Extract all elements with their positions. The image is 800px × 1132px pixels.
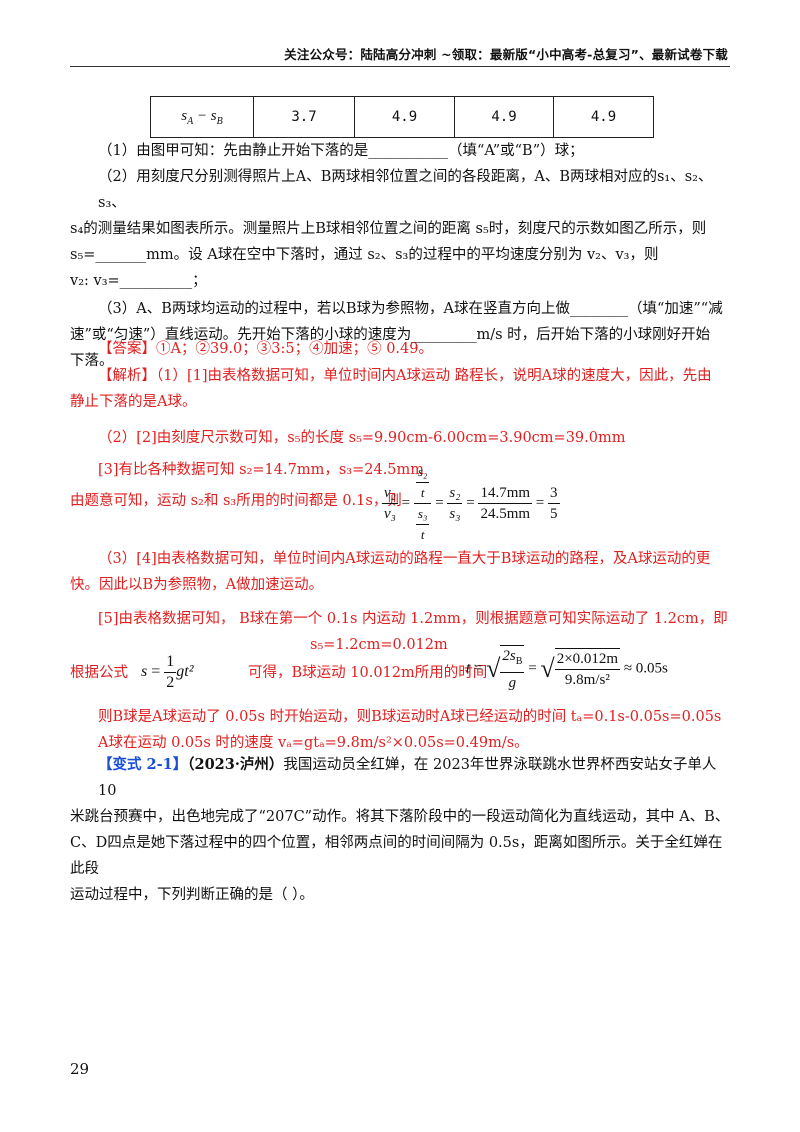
page-number: 29 <box>70 1060 90 1078</box>
analysis-p7: s₅=1.2cm=0.012m <box>310 637 448 653</box>
analysis-p1: 【解析】（1）[1]由表格数据可知，单位时间内A球运动 路程长，说明A球的速度大… <box>98 368 712 384</box>
table-cell: 4.9 <box>454 96 554 138</box>
variant-source: （2023·泸州） <box>187 756 284 773</box>
question-1: （1）由图甲可知：先由静止开始下落的是___________（填“A”或“B”）… <box>98 143 584 159</box>
question-3-line: 下落。 <box>70 353 114 369</box>
question-block: （1）由图甲可知：先由静止开始下落的是___________（填“A”或“B”）… <box>70 138 730 374</box>
analysis-p2: （2）[2]由刻度尺示数可知，s₅的长度 s₅=9.90cm-6.00cm=3.… <box>98 430 626 446</box>
page-header: 关注公众号：陆陆高分冲刺 ~领取：最新版“小中高考-总复习”、最新试卷下载 <box>284 47 728 62</box>
analysis-block: 【解析】（1）[1]由表格数据可知，单位时间内A球运动 路程长，说明A球的速度大… <box>70 363 730 483</box>
analysis-p8-pre: 根据公式 <box>70 665 128 681</box>
question-2-line: v₂: v₃=__________； <box>70 273 207 289</box>
analysis-p5-cont: 快。因此以B为参照物，A做加速运动。 <box>70 577 324 593</box>
analysis-tag: 【解析】 <box>98 368 156 384</box>
variant-tag: 【变式 2-1】 <box>98 756 188 773</box>
data-table: sA − sB 3.7 4.9 4.9 4.9 <box>150 96 654 138</box>
analysis-p1-cont: 静止下落的是A球。 <box>70 394 197 410</box>
analysis-block-2: （3）[4]由表格数据可知，单位时间内A球运动的路程一直大于B球运动的路程，及A… <box>70 546 730 658</box>
table-row: sA − sB 3.7 4.9 4.9 4.9 <box>150 96 654 138</box>
analysis-block-3: 则B球是A球运动了 0.05s 时开始运动，则B球运动时A球已经运动的时间 tₐ… <box>70 704 730 756</box>
analysis-p8-mid: 可得，B球运动 10.012m所用的时间 <box>248 665 488 681</box>
answer-tag: 【答案】 <box>98 341 156 357</box>
variant-line: C、D四点是她下落过程中的四个位置，相邻两点间的时间间隔为 0.5s，距离如图所… <box>70 835 723 877</box>
question-3-line: （3）A、B两球均运动的过程中，若以B球为参照物，A球在竖直方向上做______… <box>98 301 723 317</box>
analysis-p3: [3]有比各种数据可知 s₂=14.7mm，s₃=24.5mm <box>98 462 425 478</box>
analysis-p6: [5]由表格数据可知， B球在第一个 0.1s 内运动 1.2mm，则根据题意可… <box>98 611 728 627</box>
table-cell: 3.7 <box>253 96 355 138</box>
analysis-p5: （3）[4]由表格数据可知，单位时间内A球运动的路程一直大于B球运动的路程，及A… <box>98 551 711 567</box>
analysis-p9: 则B球是A球运动了 0.05s 时开始运动，则B球运动时A球已经运动的时间 tₐ… <box>98 709 722 725</box>
variant-line: 米跳台预赛中，出色地完成了“207C”动作。将其下落阶段中的一段运动简化为直线运… <box>70 809 730 825</box>
answer-line: 【答案】①A；②39.0；③3:5；④加速；⑤ 0.49。 <box>70 336 730 362</box>
question-2-line: （2）用刻度尺分别测得照片上A、B两球相邻位置之间的各段距离，A、B两球相对应的… <box>98 169 713 211</box>
question-2-line: s₅=_______mm。设 A球在空中下落时，通过 s₂、s₃的过程中的平均速… <box>70 247 659 263</box>
table-cell: 4.9 <box>354 96 455 138</box>
analysis-p10: A球在运动 0.05s 时的速度 vₐ=gtₐ=9.8m/s²×0.05s=0.… <box>98 735 529 751</box>
question-2-line: s₄的测量结果如图表所示。测量照片上B球相邻位置之间的距离 s₅时，刻度尺的示数… <box>70 221 707 237</box>
table-row-label: sA − sB <box>150 96 254 138</box>
answer-text: ①A；②39.0；③3:5；④加速；⑤ 0.49。 <box>156 341 433 357</box>
analysis-p4: 由题意可知，运动 s₂和 s₃所用的时间都是 0.1s，则 <box>70 493 402 509</box>
variant-line: 运动过程中，下列判断正确的是（ ）。 <box>70 887 314 903</box>
header-divider <box>70 66 730 67</box>
variant-question: 【变式 2-1】（2023·泸州）我国运动员全红婵，在 2023年世界泳联跳水世… <box>70 752 730 908</box>
table-cell: 4.9 <box>553 96 654 138</box>
question-3-line: 速”或“匀速”）直线运动。先开始下落的小球的速度为_________m/s 时，… <box>70 327 711 343</box>
